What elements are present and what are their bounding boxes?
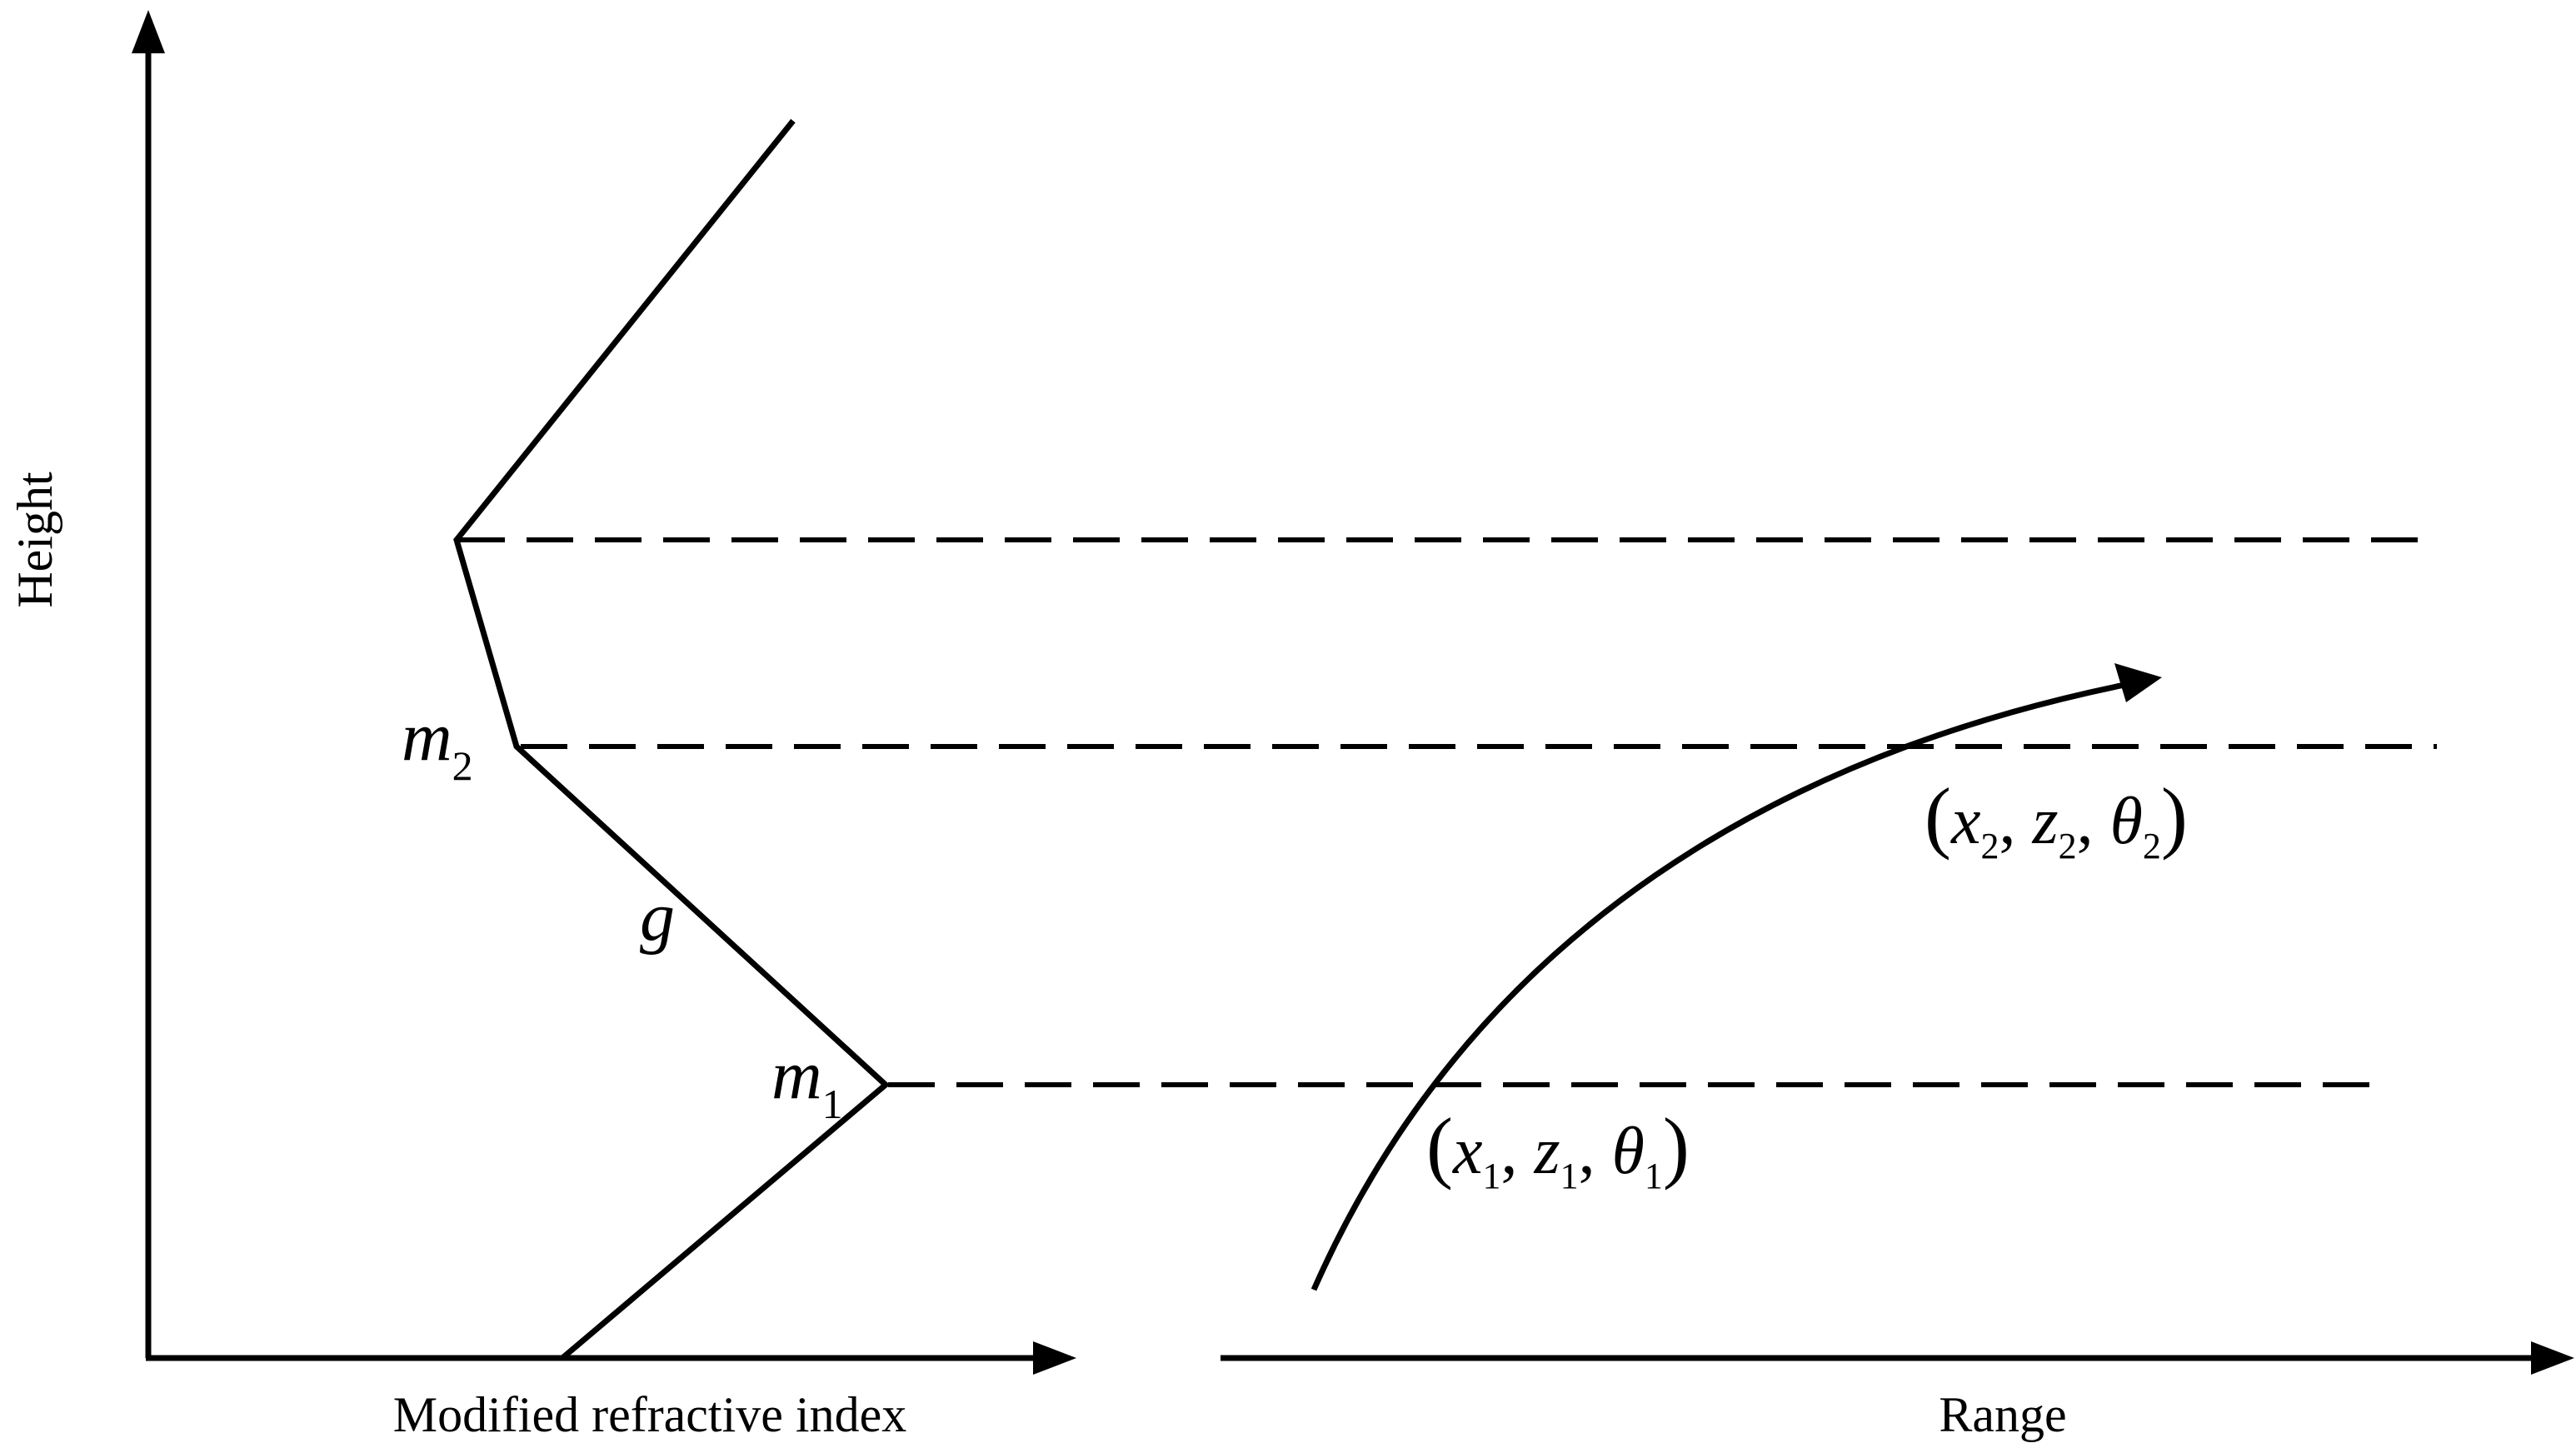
refractive-index-profile	[453, 118, 891, 1361]
range-axis-label: Range	[1939, 1387, 2066, 1442]
left-y-axis-arrowhead	[132, 10, 165, 53]
layer-boundaries	[458, 537, 2437, 1087]
left-panel: Modified refractive index Height m2 g m1	[7, 10, 1076, 1442]
range-axis-arrowhead	[2531, 1341, 2574, 1375]
left-y-axis-label: Height	[7, 472, 62, 608]
ray-arrowhead	[2114, 663, 2162, 702]
g-label: g	[640, 878, 675, 956]
m1-label: m1	[771, 1036, 843, 1127]
ray-point-1-label: (x1, z1, θ1)	[1426, 1101, 1690, 1196]
ray-path	[1310, 680, 2134, 1291]
m2-label: m2	[402, 698, 473, 789]
right-panel: Range (x2, z2, θ2) (x1, z1, θ1)	[1221, 663, 2574, 1442]
left-x-axis-arrowhead	[1033, 1341, 1076, 1375]
left-x-axis-label: Modified refractive index	[393, 1387, 906, 1442]
ray-point-2-label: (x2, z2, θ2)	[1925, 771, 2188, 866]
